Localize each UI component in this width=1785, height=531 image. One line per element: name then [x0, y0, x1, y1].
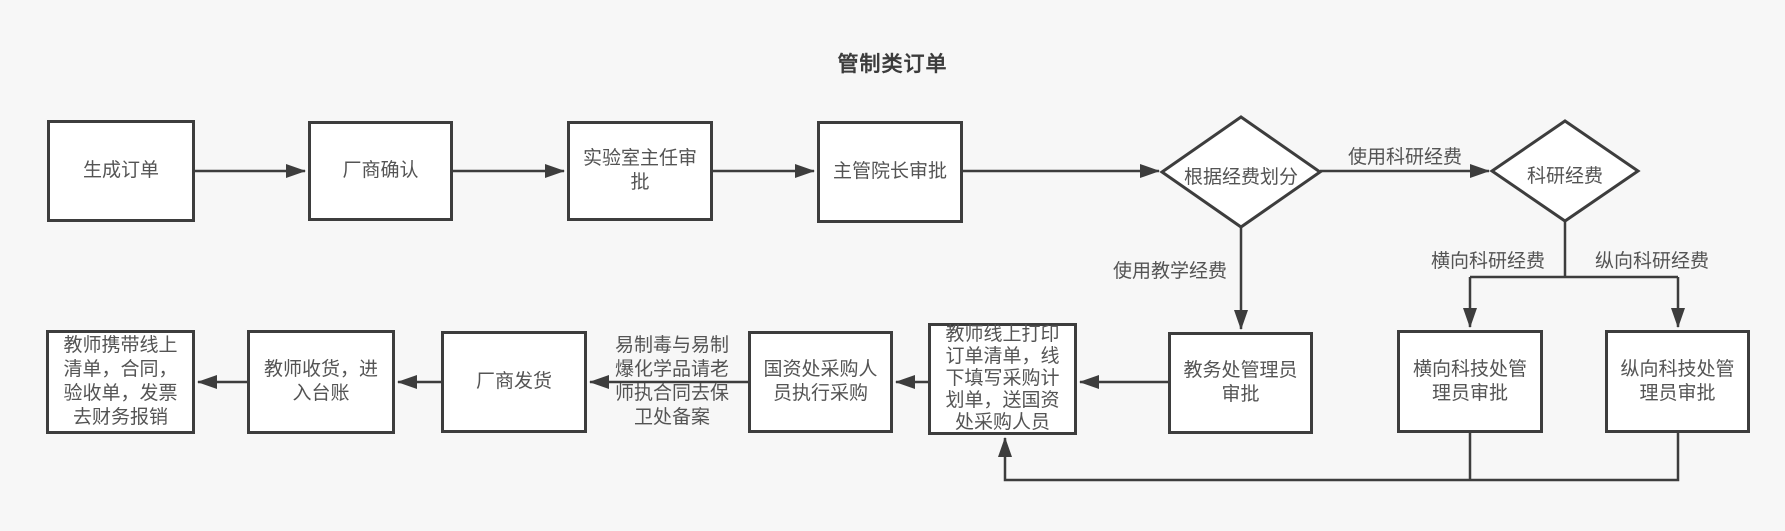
node-academic-affairs-approval: 教务处管理员 审批 [1168, 332, 1313, 434]
diamond-research-funding [1489, 119, 1641, 223]
node-teacher-print-order: 教师线上打印 订单清单，线 下填写采购计 划单，送国资 处采购人员 [928, 323, 1077, 435]
node-vendor-confirm: 厂商确认 [308, 121, 453, 221]
node-generate-order: 生成订单 [47, 120, 195, 222]
edge-return-to-print [998, 433, 1680, 482]
page-title: 管制类订单 [837, 53, 948, 76]
edge-label-vertical-research-funding: 纵向科研经费 [1594, 251, 1709, 272]
edge-label-horizontal-research-funding: 横向科研经费 [1430, 251, 1545, 272]
node-teacher-receive: 教师收货，进 入台账 [247, 330, 395, 434]
node-state-assets-procurement: 国资处采购人 员执行采购 [748, 331, 893, 433]
node-lab-director-approval: 实验室主任审 批 [567, 121, 713, 221]
edge-label-use-teaching-funding: 使用教学经费 [1112, 261, 1227, 282]
node-horizontal-tech-approval: 横向科技处管 理员审批 [1397, 330, 1543, 433]
decision-funding-split-label: 根据经费划分 [1183, 167, 1298, 188]
node-teacher-reimburse: 教师携带线上 清单，合同， 验收单，发票 去财务报销 [46, 330, 195, 434]
node-dean-approval: 主管院长审批 [817, 121, 963, 223]
node-vendor-ship: 厂商发货 [441, 331, 587, 433]
edge-label-hazmat-note: 易制毒与易制 爆化学品请老 师执合同去保 卫处备案 [614, 335, 729, 428]
decision-research-funding-label: 科研经费 [1526, 166, 1603, 187]
edge-label-use-research-funding: 使用科研经费 [1347, 147, 1462, 168]
diamond-funding-split [1159, 115, 1323, 229]
node-vertical-tech-approval: 纵向科技处管 理员审批 [1605, 330, 1750, 433]
